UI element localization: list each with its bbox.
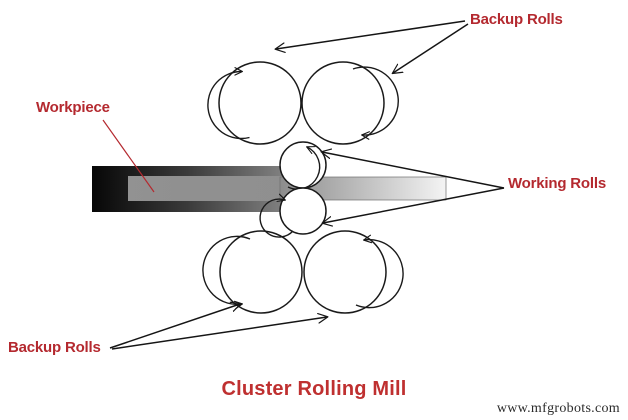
backup-bottom-left-leader <box>109 304 240 349</box>
workpiece-exit-strip <box>279 176 447 201</box>
workpiece-leader <box>102 119 155 193</box>
label-working-rolls: Working Rolls <box>508 175 606 192</box>
top-left-backup-roll <box>207 61 302 145</box>
bottom-left-backup-roll-spin-arrow <box>202 235 251 310</box>
bottom-right-backup-roll-spin-arrow <box>355 234 404 309</box>
bottom-left-backup-roll <box>202 230 303 314</box>
backup-top-left-leader <box>276 20 466 49</box>
upper-working-roll <box>279 141 327 190</box>
workpiece-entry-inner-band <box>128 176 303 201</box>
top-left-backup-roll-spin-arrow <box>207 67 250 140</box>
lower-working-roll-spin-arrow <box>259 193 294 238</box>
figure-title: Cluster Rolling Mill <box>221 378 407 400</box>
bottom-right-backup-roll <box>303 230 404 314</box>
backup-bottom-right-leader <box>111 317 327 350</box>
workpiece-group <box>92 166 447 212</box>
working-upper-leader <box>322 152 505 189</box>
label-backup-rolls-bottom: Backup Rolls <box>8 339 101 356</box>
lower-working-roll <box>259 187 327 238</box>
label-workpiece: Workpiece <box>36 99 110 116</box>
top-right-backup-roll-spin-arrow <box>352 66 399 140</box>
working-lower-leader <box>323 187 505 223</box>
label-backup-rolls-top: Backup Rolls <box>470 11 563 28</box>
leader-lines-group <box>102 20 505 350</box>
backup-top-right-leader <box>393 23 469 73</box>
source-watermark: www.mfgrobots.com <box>496 401 620 416</box>
top-right-backup-roll <box>301 61 399 145</box>
